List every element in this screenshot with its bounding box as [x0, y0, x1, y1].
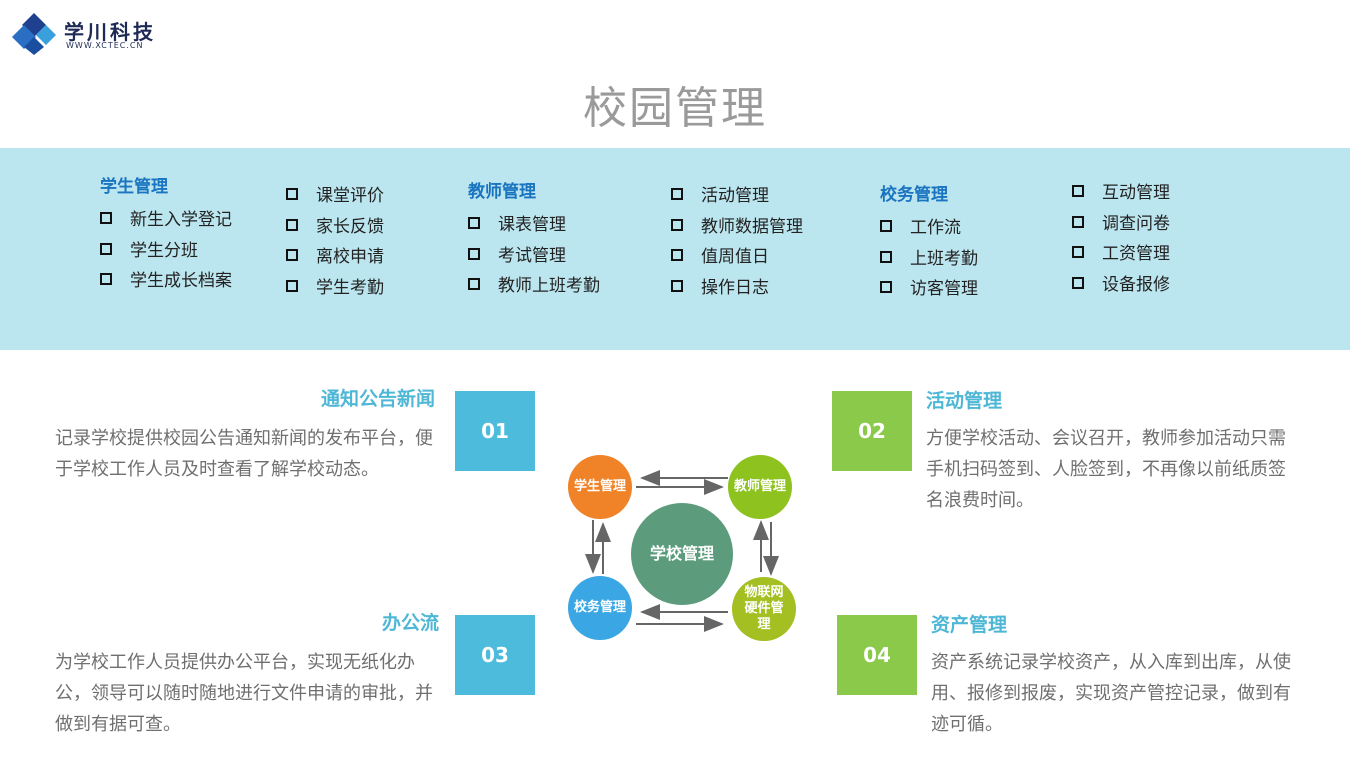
checkbox-icon: [468, 247, 480, 260]
module-item[interactable]: 调查问卷: [1072, 209, 1170, 240]
checkbox-icon: [1072, 246, 1084, 258]
brand-logo-icon: [12, 13, 56, 55]
brand-name: 学川科技: [64, 20, 156, 44]
node-teacher-management: 教师管理: [728, 455, 792, 519]
module-item[interactable]: 工资管理: [1072, 239, 1170, 270]
feature-title-office: 办公流: [381, 612, 439, 634]
modules-band: 学生管理 新生入学登记 学生分班 学生成长档案 课堂评价 家长反馈 离校申请 学…: [0, 148, 1350, 350]
checkbox-icon: [671, 188, 683, 200]
module-heading: 校务管理: [880, 185, 948, 205]
module-item[interactable]: 教师数据管理: [671, 212, 803, 243]
module-item[interactable]: 学生成长档案: [100, 266, 232, 297]
module-column-student: 学生管理 新生入学登记 学生分班 学生成长档案: [100, 175, 232, 297]
module-item[interactable]: 工作流: [880, 213, 978, 244]
feature-number-02: 02: [832, 391, 912, 471]
checkbox-icon: [468, 217, 480, 229]
module-heading: 教师管理: [468, 182, 536, 202]
node-affairs-management: 校务管理: [568, 576, 632, 640]
module-item[interactable]: 家长反馈: [286, 212, 384, 243]
module-item[interactable]: 课表管理: [468, 210, 600, 241]
feature-title-assets: 资产管理: [931, 614, 1008, 636]
checkbox-icon: [880, 281, 892, 293]
module-item[interactable]: 操作日志: [671, 273, 803, 304]
checkbox-icon: [1072, 215, 1084, 228]
checkbox-icon: [671, 218, 683, 231]
checkbox-icon: [671, 279, 683, 292]
module-item[interactable]: 课堂评价: [286, 181, 384, 212]
brand-url: WWW.XCTEC.CN: [66, 41, 144, 50]
checkbox-icon: [286, 279, 298, 292]
checkbox-icon: [880, 220, 892, 232]
module-column-student-extra: 课堂评价 家长反馈 离校申请 学生考勤: [286, 181, 384, 303]
module-column-affairs-extra: 互动管理 调查问卷 工资管理 设备报修: [1072, 178, 1170, 300]
node-student-management: 学生管理: [568, 455, 632, 519]
feature-number-04: 04: [837, 615, 917, 695]
module-item[interactable]: 上班考勤: [880, 244, 978, 275]
feature-desc-assets: 资产系统记录学校资产，从入库到出库，从使用、报修到报废，实现资产管控记录，做到有…: [931, 652, 1291, 735]
module-item[interactable]: 考试管理: [468, 241, 600, 272]
module-item[interactable]: 教师上班考勤: [468, 271, 600, 302]
module-item[interactable]: 活动管理: [671, 181, 803, 212]
module-item[interactable]: 访客管理: [880, 274, 978, 305]
module-column-affairs: 校务管理 工作流 上班考勤 访客管理: [880, 183, 978, 305]
module-heading: 学生管理: [100, 177, 168, 197]
checkbox-icon: [100, 242, 112, 255]
diagram-arrows: [585, 470, 779, 632]
feature-number-03: 03: [455, 615, 535, 695]
module-item[interactable]: 学生考勤: [286, 273, 384, 304]
checkbox-icon: [1072, 276, 1084, 289]
checkbox-icon: [286, 249, 298, 261]
module-item[interactable]: 值周值日: [671, 242, 803, 273]
node-school-management: 学校管理: [631, 503, 733, 605]
module-item[interactable]: 学生分班: [100, 236, 232, 267]
module-column-teacher-extra: 活动管理 教师数据管理 值周值日 操作日志: [671, 181, 803, 303]
node-iot-management: 物联网硬件管理: [732, 577, 796, 641]
checkbox-icon: [286, 188, 298, 200]
feature-number-01: 01: [455, 391, 535, 471]
feature-desc-notice: 记录学校提供校园公告通知新闻的发布平台，便于学校工作人员及时查看了解学校动态。: [55, 428, 433, 480]
checkbox-icon: [468, 278, 480, 290]
module-column-teacher: 教师管理 课表管理 考试管理 教师上班考勤: [468, 180, 600, 302]
module-item[interactable]: 设备报修: [1072, 270, 1170, 301]
checkbox-icon: [1072, 185, 1084, 197]
module-item[interactable]: 离校申请: [286, 242, 384, 273]
page-title: 校园管理: [583, 83, 767, 134]
management-diagram: 学生管理 教师管理 校务管理 物联网硬件管理 学校管理: [560, 450, 810, 650]
feature-desc-activity: 方便学校活动、会议召开，教师参加活动只需手机扫码签到、人脸签到，不再像以前纸质签…: [926, 428, 1286, 511]
module-item[interactable]: 互动管理: [1072, 178, 1170, 209]
checkbox-icon: [671, 249, 683, 261]
brand-logo: 学川科技 WWW.XCTEC.CN: [12, 12, 162, 56]
feature-title-activity: 活动管理: [926, 390, 1003, 412]
module-item[interactable]: 新生入学登记: [100, 205, 232, 236]
checkbox-icon: [100, 212, 112, 224]
feature-desc-office: 为学校工作人员提供办公平台，实现无纸化办公，领导可以随时随地进行文件申请的审批，…: [55, 652, 433, 735]
checkbox-icon: [286, 218, 298, 231]
checkbox-icon: [880, 250, 892, 263]
feature-title-notice: 通知公告新闻: [320, 388, 435, 410]
checkbox-icon: [100, 273, 112, 285]
